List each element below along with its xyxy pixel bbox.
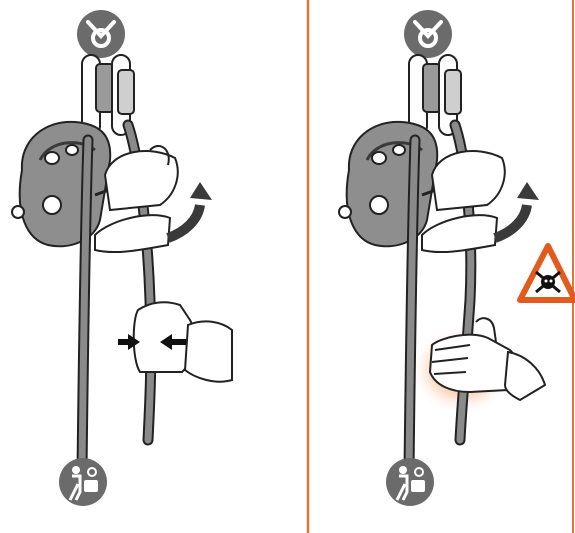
- panel-incorrect: [338, 10, 575, 506]
- carabiner: [81, 54, 135, 136]
- panel-correct: [11, 10, 233, 506]
- open-hand-not-gripping: [428, 317, 547, 402]
- climber-with-bag-icon: [386, 458, 434, 506]
- hand-gripping-rope: [132, 301, 233, 383]
- curved-arrow-up-icon: [493, 182, 539, 243]
- hand-on-lever: [94, 145, 179, 254]
- carabiner: [408, 54, 462, 136]
- curved-arrow-up-icon: [166, 182, 212, 243]
- squeeze-arrows-icon: [118, 334, 186, 350]
- anchor-ring-icon: [404, 10, 452, 58]
- climber-with-bag-icon: [59, 458, 107, 506]
- hand-on-lever: [421, 150, 506, 254]
- anchor-ring-icon: [77, 10, 125, 58]
- skull-crossbones-warning-icon: [517, 243, 575, 303]
